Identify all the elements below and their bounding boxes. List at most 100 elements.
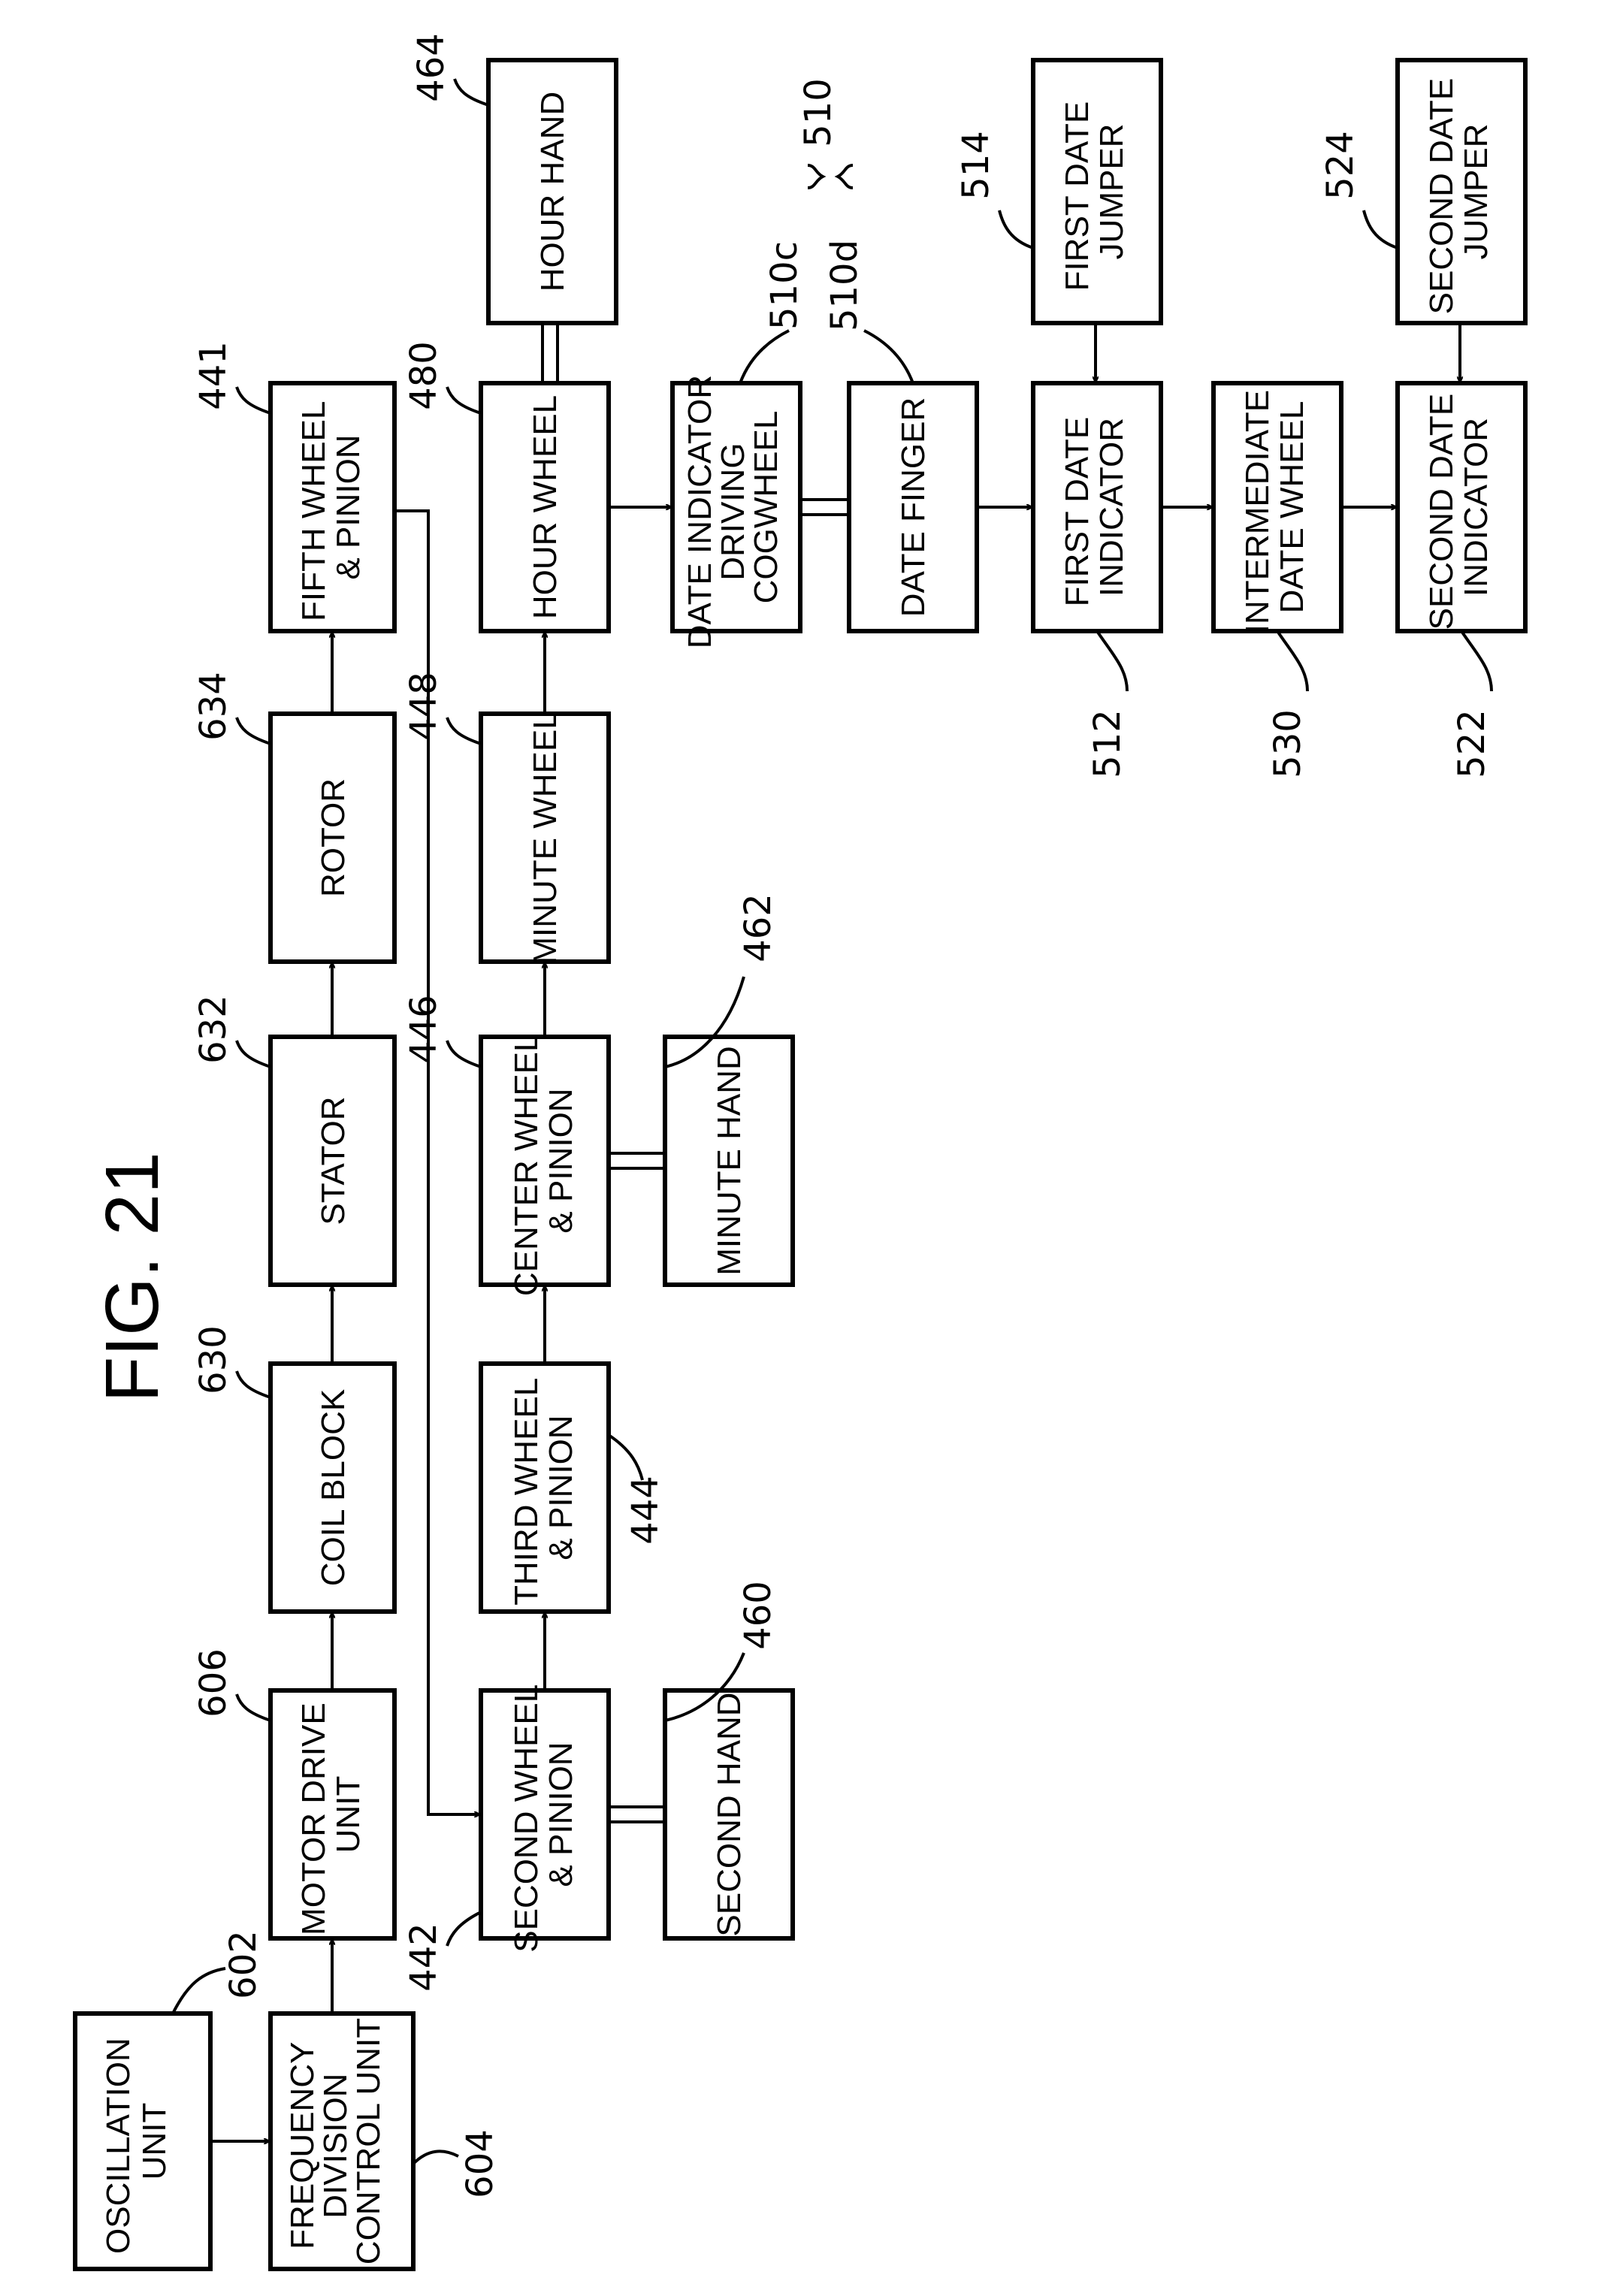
leader-446 [446,1040,482,1068]
svg-text:STATOR: STATOR [315,1096,352,1225]
leader-524 [1362,210,1398,249]
motor-drive-block: MOTOR DRIVE UNIT [268,1688,397,1941]
svg-text:DATE INDICATOR DRIVING: DATE INDICATOR DRIVING COGWHEEL [682,366,784,648]
second-wheel-block: SECOND WHEEL & PINION [479,1676,611,1953]
ref-444: 444 [624,1476,666,1545]
ref-448: 448 [403,672,445,741]
second-hand-block: SECOND HAND [663,1688,795,1941]
leader-632 [235,1040,271,1068]
minute-wheel-label: MINUTE WHEEL [527,711,564,964]
leader-510d [863,329,914,384]
second-hand-label: SECOND HAND [711,1692,748,1936]
svg-text:FREQUENCY DIVISION: FREQUENCY DIVISION CONTROL UNIT [284,2018,387,2264]
second-jumper-label-1: SECOND DATE [1423,78,1460,315]
leader-441 [235,386,271,415]
leader-464 [453,78,489,107]
ref-602: 602 [222,1930,264,1999]
svg-text:HOUR WHEEL: HOUR WHEEL [527,395,564,619]
leader-462 [664,976,745,1068]
leader-510c [739,329,790,384]
ref-524: 524 [1319,131,1362,200]
ref-606: 606 [192,1648,234,1717]
frequency-division-block: FREQUENCY DIVISION CONTROL UNIT [268,2011,416,2271]
hour-wheel-label: HOUR WHEEL [527,395,564,619]
svg-text:THIRD WHEEL & PINION: THIRD WHEEL & PINION [508,1370,579,1606]
oscillation-label-2: UNIT [136,2103,173,2180]
first-date-jumper-block: FIRST DATE JUMPER [1031,58,1163,325]
arrow-fifth-to-second-wheel [394,509,479,1814]
svg-text:MINUTE HAND: MINUTE HAND [711,1046,748,1276]
ref-442: 442 [403,1923,445,1992]
fifth-wheel-block: FIFTH WHEEL & PINION [268,381,397,633]
leader-512 [1096,630,1129,692]
intermediate-date-wheel-block: INTERMEDIATE DATE WHEEL [1211,381,1343,634]
leader-530 [1276,630,1309,692]
freq-label-1: FREQUENCY [284,2042,321,2249]
svg-text:FIFTH WHEEL & PINION: FIFTH WHEEL & PINION [295,393,367,621]
ref-514: 514 [955,131,997,200]
first-jumper-label-2: JUMPER [1093,124,1130,260]
brace-510 [807,164,854,189]
ref-530: 530 [1267,709,1309,778]
freq-label-2: DIVISION [317,2074,354,2219]
hour-hand-label: HOUR HAND [534,92,571,292]
ref-510: 510 [797,78,839,147]
fifth-label-1: FIFTH WHEEL [295,401,332,621]
cogwheel-label-1: DATE INDICATOR [682,375,718,648]
cogwheel-label-3: COGWHEEL [748,411,784,604]
svg-text:FIRST DATE INDICATOR: FIRST DATE INDICATOR [1059,408,1130,607]
second-date-jumper-block: SECOND DATE JUMPER [1395,58,1528,325]
ref-634: 634 [192,672,234,741]
ref-446: 446 [403,995,445,1064]
second-indicator-label-1: SECOND DATE [1423,394,1460,630]
figure-title: FIG. 21 [90,1152,174,1402]
rotor-block: ROTOR [268,711,397,964]
center-wheel-label-1: CENTER WHEEL [508,1034,545,1296]
ref-480: 480 [403,341,445,410]
minute-hand-block: MINUTE HAND [663,1035,795,1287]
motor-label-1: MOTOR DRIVE [295,1702,332,1935]
leader-514 [998,210,1034,249]
rotor-label: ROTOR [315,778,352,897]
svg-text:OSCILLATION UNIT: OSCILLATION UNIT [100,2029,173,2254]
third-wheel-block: THIRD WHEEL & PINION [479,1361,611,1614]
svg-text:ROTOR: ROTOR [315,778,352,897]
svg-text:HOUR HAND: HOUR HAND [534,92,571,292]
freq-label-3: CONTROL UNIT [350,2018,387,2264]
ref-512: 512 [1087,709,1129,778]
minute-wheel-block: MINUTE WHEEL [479,711,611,965]
svg-text:INTERMEDIATE DATE WHEEL: INTERMEDIATE DATE WHEEL [1239,381,1310,634]
svg-text:COIL BLOCK: COIL BLOCK [315,1389,352,1586]
svg-text:MOTOR DRIVE UNIT: MOTOR DRIVE UNIT [295,1693,367,1935]
intermediate-label-1: INTERMEDIATE [1239,390,1276,633]
second-indicator-label-2: INDICATOR [1458,418,1495,597]
leader-460 [664,1652,745,1722]
leader-448 [446,717,482,745]
leader-444 [607,1433,644,1481]
ref-630: 630 [192,1325,234,1394]
leader-442 [446,1911,482,1947]
ref-632: 632 [192,995,234,1064]
leader-602 [171,1967,226,2014]
leader-634 [235,717,271,745]
date-finger-label: DATE FINGER [895,397,932,618]
first-indicator-label-2: INDICATOR [1093,418,1130,597]
second-date-indicator-block: SECOND DATE INDICATOR [1395,381,1528,633]
date-indicator-cogwheel-block: DATE INDICATOR DRIVING COGWHEEL [670,366,802,648]
svg-text:SECOND DATE INDICATOR: SECOND DATE INDICATOR [1423,385,1495,630]
hour-wheel-block: HOUR WHEEL [479,381,611,633]
svg-text:MINUTE WHEEL: MINUTE WHEEL [527,711,564,964]
leader-604 [412,2149,459,2165]
leader-480 [446,386,482,415]
ref-460: 460 [737,1581,779,1650]
minute-hand-label: MINUTE HAND [711,1046,748,1276]
svg-text:SECOND WHEEL & PINION: SECOND WHEEL & PINION [508,1676,579,1953]
hour-hand-block: HOUR HAND [486,58,618,325]
second-jumper-label-2: JUMPER [1458,124,1495,260]
ref-604: 604 [459,2129,501,2198]
second-wheel-label-2: & PINION [543,1742,579,1887]
oscillation-label-1: OSCILLATION [100,2038,137,2254]
second-wheel-label-1: SECOND WHEEL [508,1684,545,1952]
cogwheel-label-2: DRIVING [715,443,751,580]
